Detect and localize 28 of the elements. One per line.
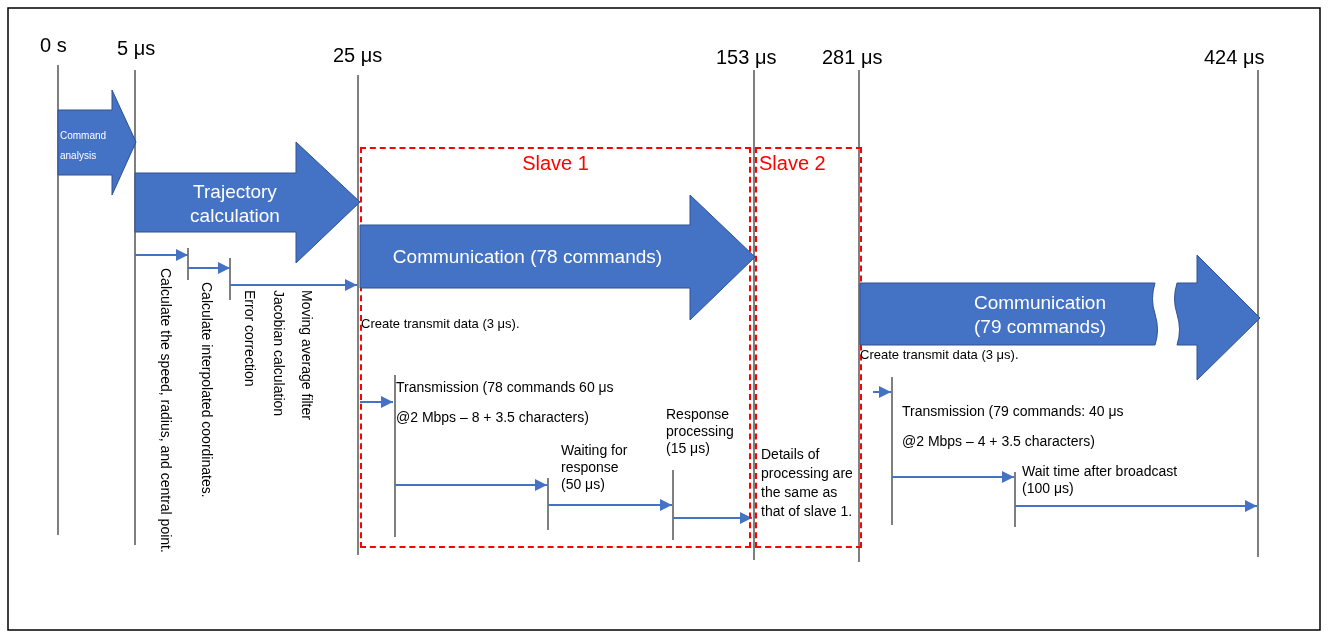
time-label: 0 s — [40, 33, 67, 57]
step-label: Error correction — [241, 290, 258, 387]
process-bar — [360, 195, 755, 320]
note-text: Details of processing are the same as that of slave 1. — [761, 445, 853, 521]
time-label: 25 μs — [333, 43, 383, 67]
time-label: 153 μs — [716, 45, 777, 69]
step-label: Create transmit data (3 μs). — [361, 316, 520, 332]
step-label: Response processing (15 μs) — [666, 406, 735, 457]
time-label: 281 μs — [822, 45, 883, 69]
block-arrow-label: Trajectory calculation — [189, 180, 281, 228]
block-arrow-label: Communication (79 commands) — [973, 291, 1107, 339]
process-bar — [58, 90, 136, 195]
step-label: Create transmit data (3 μs). — [860, 347, 1019, 363]
step-label: Transmission (78 commands 60 μs @2 Mbps – 8 + 3.5 characters) — [396, 378, 615, 427]
frame-title: Slave 1 — [521, 151, 590, 175]
block-arrow-label: Communication (78 commands) — [391, 245, 664, 269]
step-label: Transmission (79 commands: 40 μs @2 Mbps – 4 + 3.5 characters) — [902, 402, 1125, 451]
process-bar — [135, 142, 360, 263]
block-arrow-label: Command analysis — [60, 129, 108, 163]
process-bar — [860, 255, 1260, 380]
frame-title: Slave 2 — [759, 151, 827, 175]
step-label: Moving average filter — [298, 290, 315, 420]
step-label: Jacobian calculation — [270, 290, 287, 417]
step-label: Wait time after broadcast (100 μs) — [1022, 463, 1179, 497]
step-label: Waiting for response (50 μs) — [561, 442, 629, 493]
time-label: 5 μs — [117, 36, 156, 60]
time-label: 424 μs — [1204, 45, 1265, 69]
step-label: Calculate interpolated coordinates. — [198, 282, 215, 498]
